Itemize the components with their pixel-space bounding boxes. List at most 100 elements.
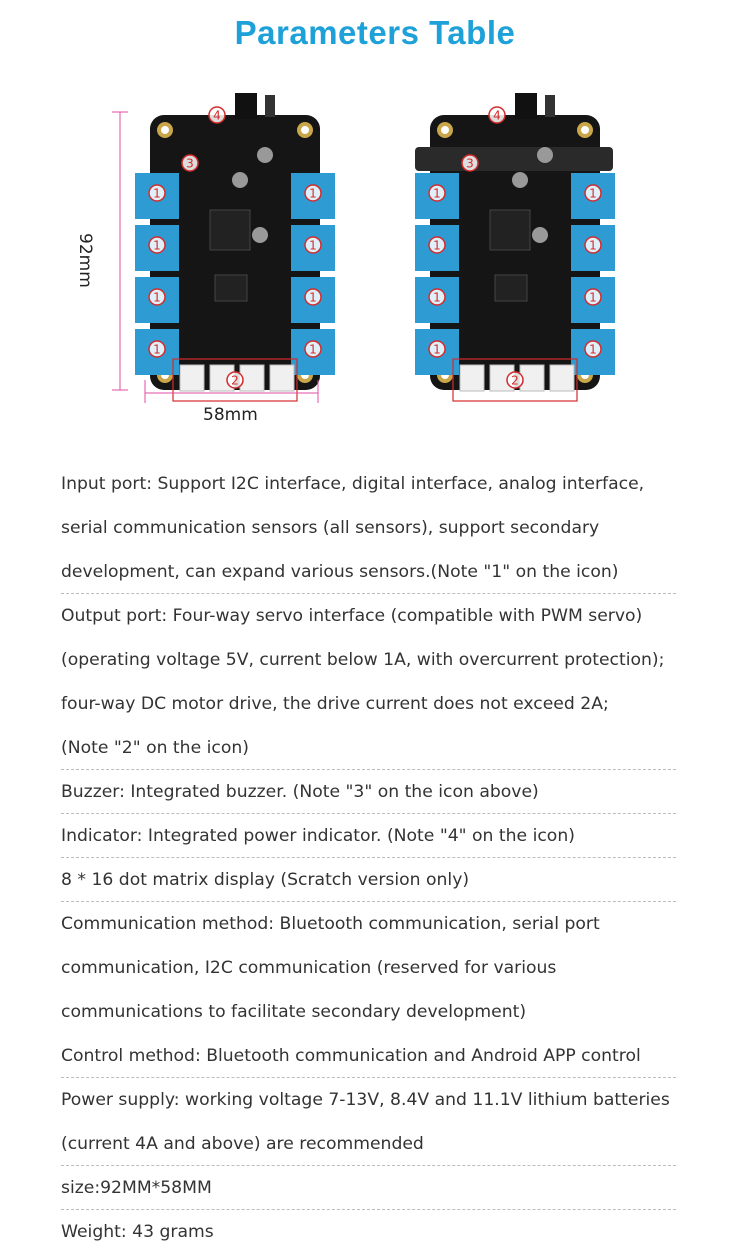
board-back: 1 1 1 1 1 1 1 1 2 3 4 bbox=[415, 93, 615, 402]
parameter-line: Power supply: working voltage 7-13V, 8.4… bbox=[61, 1090, 670, 1110]
bottom-connector bbox=[179, 364, 205, 392]
marker-servo: 1 bbox=[148, 288, 166, 306]
parameters-list: Input port: Support I2C interface, digit… bbox=[61, 462, 676, 1254]
marker-label: 1 bbox=[309, 343, 317, 357]
parameter-line: Communication method: Bluetooth communic… bbox=[61, 914, 600, 934]
power-switch bbox=[265, 95, 275, 117]
chip bbox=[214, 274, 248, 302]
marker-ring bbox=[304, 288, 322, 306]
marker-ring bbox=[148, 288, 166, 306]
bottom-connector bbox=[269, 364, 295, 392]
marker-output: 2 bbox=[226, 371, 244, 389]
parameter-line: Indicator: Integrated power indicator. (… bbox=[61, 814, 676, 858]
marker-label: 1 bbox=[589, 187, 597, 201]
parameter-line: four-way DC motor drive, the drive curre… bbox=[61, 694, 609, 714]
marker-indicator: 4 bbox=[488, 106, 506, 124]
marker-ring bbox=[428, 184, 446, 202]
height-dimension-label: 92mm bbox=[75, 233, 95, 288]
marker-label: 1 bbox=[309, 187, 317, 201]
marker-servo: 1 bbox=[148, 340, 166, 358]
marker-ring bbox=[304, 184, 322, 202]
parameter-line: Output port: Four-way servo interface (c… bbox=[61, 606, 643, 626]
marker-ring bbox=[148, 236, 166, 254]
dc-jack bbox=[515, 93, 537, 119]
marker-servo: 1 bbox=[304, 184, 322, 202]
parameter-line: communications to facilitate secondary d… bbox=[61, 1002, 527, 1022]
marker-ring bbox=[584, 184, 602, 202]
output-highlight-box bbox=[172, 358, 298, 402]
marker-label: 2 bbox=[511, 374, 519, 388]
marker-ring bbox=[148, 184, 166, 202]
marker-label: 1 bbox=[309, 239, 317, 253]
marker-buzzer: 3 bbox=[461, 154, 479, 172]
parameter-line: Weight: 43 grams bbox=[61, 1222, 214, 1242]
marker-ring bbox=[506, 371, 524, 389]
marker-ring bbox=[461, 154, 479, 172]
bottom-connector bbox=[519, 364, 545, 392]
marker-ring bbox=[584, 236, 602, 254]
marker-servo: 1 bbox=[428, 340, 446, 358]
marker-servo: 1 bbox=[428, 236, 446, 254]
marker-label: 1 bbox=[589, 343, 597, 357]
chip bbox=[494, 274, 528, 302]
marker-ring bbox=[584, 340, 602, 358]
marker-label: 4 bbox=[493, 109, 501, 123]
capacitor bbox=[252, 227, 268, 243]
marker-ring bbox=[226, 371, 244, 389]
capacitor bbox=[232, 172, 248, 188]
parameter-line: Control method: Bluetooth communication … bbox=[61, 1034, 676, 1078]
marker-ring bbox=[304, 236, 322, 254]
marker-ring bbox=[428, 236, 446, 254]
marker-label: 1 bbox=[433, 239, 441, 253]
marker-ring bbox=[208, 106, 226, 124]
marker-label: 1 bbox=[433, 343, 441, 357]
mount-hole-center bbox=[301, 126, 309, 134]
board-front: 1 1 1 1 1 1 1 1 2 3 4 bbox=[135, 93, 335, 402]
marker-ring bbox=[584, 288, 602, 306]
pcb bbox=[430, 115, 600, 390]
mount-hole-center bbox=[581, 126, 589, 134]
marker-output: 2 bbox=[506, 371, 524, 389]
marker-label: 1 bbox=[153, 187, 161, 201]
marker-buzzer: 3 bbox=[181, 154, 199, 172]
power-switch bbox=[545, 95, 555, 117]
bottom-connector bbox=[239, 364, 265, 392]
marker-servo: 1 bbox=[148, 236, 166, 254]
parameter-line: size:92MM*58MM bbox=[61, 1166, 676, 1210]
marker-servo: 1 bbox=[584, 288, 602, 306]
marker-label: 2 bbox=[231, 374, 239, 388]
capacitor bbox=[537, 147, 553, 163]
parameter-line: communication, I2C communication (reserv… bbox=[61, 958, 557, 978]
marker-ring bbox=[488, 106, 506, 124]
capacitor bbox=[512, 172, 528, 188]
marker-servo: 1 bbox=[584, 184, 602, 202]
parameter-line: development, can expand various sensors.… bbox=[61, 550, 676, 594]
marker-servo: 1 bbox=[584, 340, 602, 358]
marker-label: 1 bbox=[589, 291, 597, 305]
marker-ring bbox=[304, 340, 322, 358]
mount-hole-center bbox=[441, 126, 449, 134]
marker-label: 1 bbox=[153, 343, 161, 357]
marker-ring bbox=[181, 154, 199, 172]
capacitor bbox=[532, 227, 548, 243]
parameter-line: Input port: Support I2C interface, digit… bbox=[61, 474, 645, 494]
bottom-connector bbox=[549, 364, 575, 392]
chip bbox=[489, 209, 531, 251]
marker-ring bbox=[428, 288, 446, 306]
board-diagram: 1 1 1 1 1 1 1 1 2 3 4 1 1 1 1 1 1 1 1 2 3 4 bbox=[112, 93, 615, 403]
marker-ring bbox=[428, 340, 446, 358]
bottom-connector bbox=[459, 364, 485, 392]
marker-label: 1 bbox=[589, 239, 597, 253]
board-figure: 1 1 1 1 1 1 1 1 2 3 4 1 1 1 1 1 1 1 1 2 3 4 58mm 92mm bbox=[0, 85, 750, 430]
marker-label: 4 bbox=[213, 109, 221, 123]
marker-servo: 1 bbox=[304, 288, 322, 306]
marker-label: 1 bbox=[153, 291, 161, 305]
parameter-line: Buzzer: Integrated buzzer. (Note "3" on … bbox=[61, 770, 676, 814]
chip bbox=[209, 209, 251, 251]
capacitor bbox=[257, 147, 273, 163]
marker-label: 1 bbox=[433, 291, 441, 305]
width-dimension-label: 58mm bbox=[203, 405, 258, 425]
page-title: Parameters Table bbox=[234, 14, 516, 51]
marker-servo: 1 bbox=[148, 184, 166, 202]
marker-label: 1 bbox=[433, 187, 441, 201]
